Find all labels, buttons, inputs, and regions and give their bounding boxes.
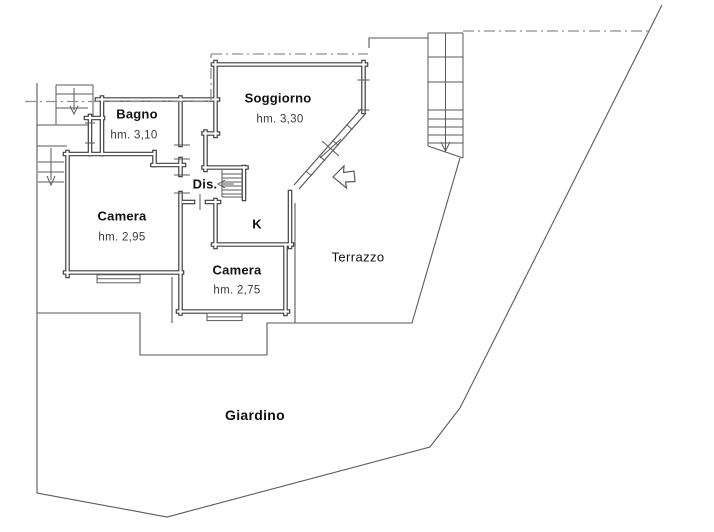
room-label-camera2: Camera: [212, 262, 262, 278]
entry-staircase: [37, 84, 94, 187]
door-camera1: [174, 174, 190, 194]
area-label-terrazzo: Terrazzo: [331, 249, 385, 265]
room-height-bagno: hm. 3,10: [110, 129, 158, 142]
walls-core: [63, 60, 368, 316]
room-label-dis: Dis.: [192, 176, 218, 192]
entry-arrow-lower-icon: [46, 148, 56, 187]
stair-left-arrow-icon: [216, 179, 234, 189]
area-label-giardino: Giardino: [225, 407, 285, 423]
terrace-parapet: [368, 37, 428, 48]
room-label-camera1: Camera: [97, 208, 147, 224]
interior-staircase: [216, 170, 243, 198]
window-entry-vestibule: [85, 122, 95, 144]
window-soggiorno-east: [357, 79, 370, 111]
room-label-soggiorno: Soggiorno: [244, 90, 312, 106]
glazed-diagonal-wall: [293, 108, 367, 190]
door-bagno: [174, 144, 190, 160]
room-height-soggiorno: hm. 3,30: [256, 113, 304, 126]
dash-dot-lines: [25, 30, 648, 103]
room-height-camera1: hm. 2,95: [98, 231, 146, 244]
door-openings: [174, 144, 201, 210]
entry-arrow-upper-icon: [69, 88, 79, 116]
site-lines: [36, 4, 663, 518]
entrance-arrow-icon: [332, 164, 356, 190]
window-camera1: [96, 274, 141, 284]
room-height-camera2: hm. 2,75: [213, 284, 261, 297]
stair-down-arrow-icon: [440, 116, 451, 153]
exterior-staircase: [427, 32, 464, 159]
room-label-bagno: Bagno: [116, 106, 158, 122]
terrace-edge: [37, 157, 461, 356]
window-camera2: [206, 312, 243, 322]
property-boundary: [36, 4, 663, 518]
windows: [85, 79, 370, 322]
room-label-kitchen: K: [252, 216, 262, 232]
